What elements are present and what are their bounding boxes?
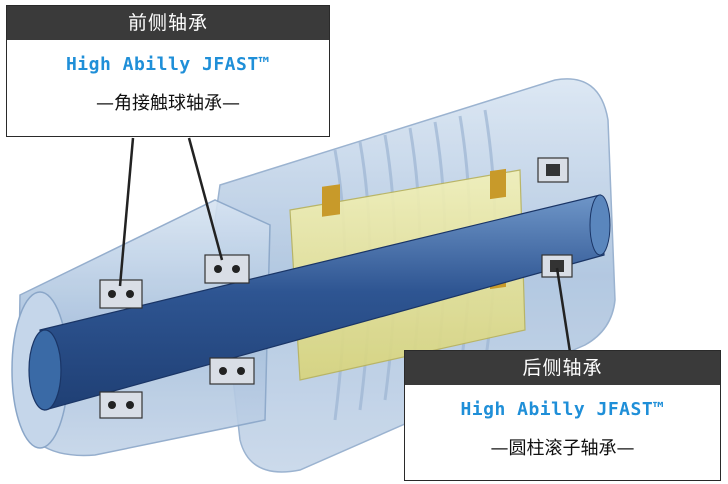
rear-bearing-callout: 后侧轴承 High Abilly JFAST™ —圆柱滚子轴承— <box>404 350 721 481</box>
rear-bearing-type: —圆柱滚子轴承— <box>490 438 635 459</box>
main-shaft <box>28 194 611 411</box>
rear-bearing-title: 后侧轴承 <box>405 351 720 385</box>
front-bearing-callout: 前侧轴承 High Abilly JFAST™ —角接触球轴承— <box>6 5 330 137</box>
front-bearing-title: 前侧轴承 <box>7 6 329 40</box>
front-bearing-type: —角接触球轴承— <box>96 93 240 114</box>
front-bearing-brand: High Abilly JFAST™ <box>65 54 271 75</box>
rear-bearing-brand: High Abilly JFAST™ <box>460 399 665 420</box>
rear-bearings <box>537 157 573 278</box>
leader-lines <box>118 137 572 353</box>
